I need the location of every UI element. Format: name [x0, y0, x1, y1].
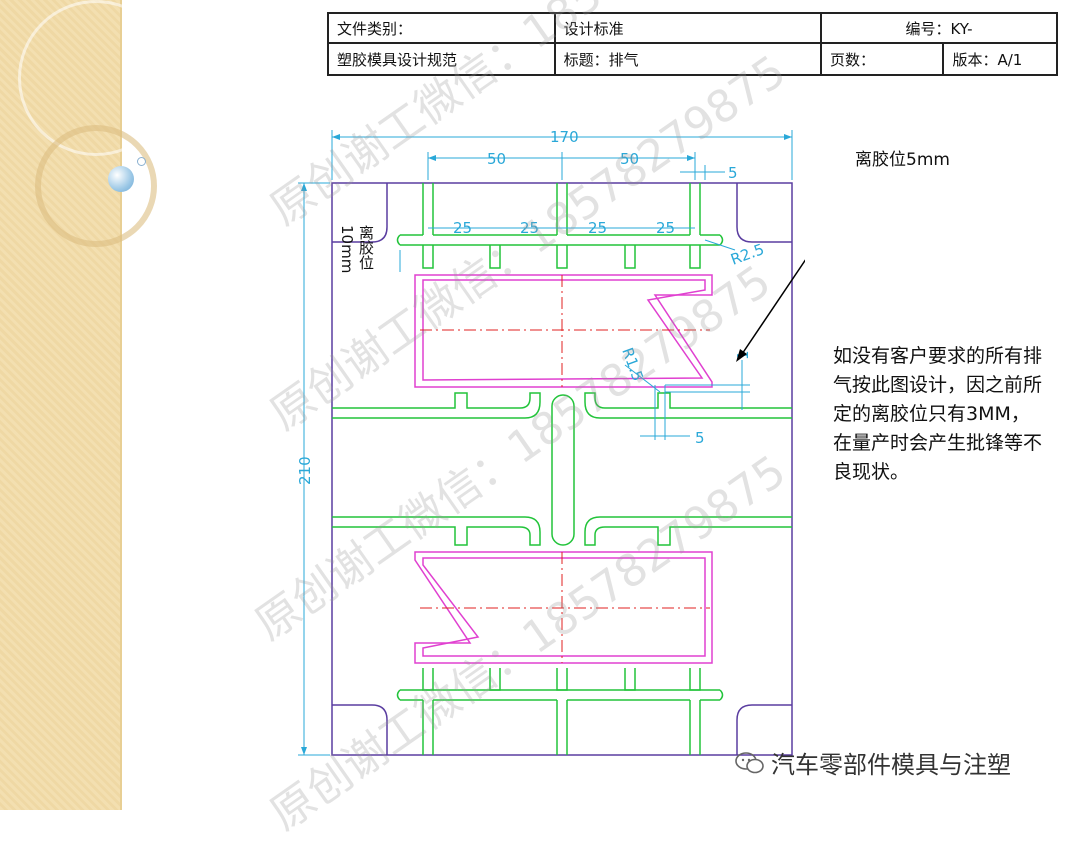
corner-pocket-bl [332, 704, 388, 755]
decorative-dot [137, 157, 146, 166]
relief-10mm-line2: 10mm [338, 225, 356, 274]
standard-cell: 设计标准 [553, 12, 823, 44]
relief-10mm-line1: 离胶位 [357, 225, 375, 270]
dim-25-a: 25 [453, 219, 472, 237]
top-part-outline [414, 274, 713, 388]
doc-title-cell: 塑胶模具设计规范 [327, 42, 556, 76]
pages-cell: 页数： [820, 42, 945, 76]
doc-number: 编号：KY- [905, 19, 973, 38]
decorative-bubble [108, 166, 134, 192]
dimension-arrows [301, 134, 792, 755]
category-label: 文件类别： [337, 19, 413, 38]
number-cell: 编号：KY- [820, 12, 1058, 44]
category-label-cell: 文件类别： [327, 12, 556, 44]
relief-10mm-label: 离胶位 10mm [338, 225, 377, 273]
callout-arrow-line [739, 259, 805, 358]
document-header-table: 文件类别： 设计标准 编号：KY- 塑胶模具设计规范 标题：排气 页数： 版本：… [327, 12, 1058, 76]
bottom-part-outline [414, 551, 713, 664]
dim-210: 210 [296, 456, 314, 485]
brand-text: 汽车零部件模具与注塑 [771, 751, 1011, 779]
subject-cell: 标题：排气 [553, 42, 823, 76]
sidebar-edge [120, 0, 122, 810]
mold-plate-outline [331, 182, 793, 756]
dim-r25: R2.5 [728, 240, 766, 269]
dim-5-mid: 5 [695, 429, 705, 447]
design-note: 如没有客户要求的所有排气按此图设计，因之前所定的离胶位只有3MM，在量产时会产生… [833, 345, 1043, 483]
dim-25-c: 25 [588, 219, 607, 237]
brand-footer: 汽车零部件模具与注塑 [735, 745, 1011, 780]
dim-50-left: 50 [487, 150, 506, 168]
wechat-icon [735, 751, 765, 774]
version-cell: 版本：A/1 [942, 42, 1058, 76]
callout-arrowhead [736, 349, 747, 362]
dim-25-d: 25 [656, 219, 675, 237]
dim-170: 170 [550, 128, 579, 146]
callout-label: 离胶位5mm [855, 150, 950, 170]
top-vent-comb [396, 183, 724, 269]
dimension-lines [298, 130, 793, 756]
corner-pocket-br [736, 704, 792, 755]
corner-pocket-tr [736, 183, 792, 243]
doc-title: 塑胶模具设计规范 [337, 50, 458, 69]
dim-50-right: 50 [620, 150, 639, 168]
decorative-ring-small [35, 125, 157, 247]
standard-label: 设计标准 [563, 19, 624, 38]
mold-vent-drawing: 170 50 50 5 25 25 25 25 R2.5 R1.5 210 5 … [296, 128, 805, 756]
corner-pocket-tl [332, 183, 388, 243]
dim-25-b: 25 [520, 219, 539, 237]
doc-version: 版本：A/1 [952, 50, 1023, 69]
bottom-vent-comb [396, 668, 724, 755]
dim-5-top: 5 [728, 164, 738, 182]
middle-runner [332, 392, 792, 546]
page-count: 页数： [830, 50, 876, 69]
doc-subject: 标题：排气 [563, 50, 639, 69]
